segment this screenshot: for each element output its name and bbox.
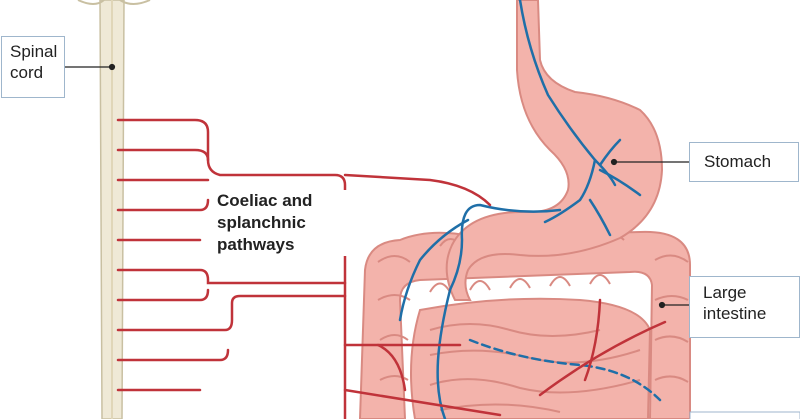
spinal-cord-label: Spinal cord bbox=[1, 36, 65, 98]
leader-lines bbox=[65, 63, 689, 309]
pathways-label-line1: Coeliac and bbox=[217, 191, 313, 210]
stomach-label: Stomach bbox=[689, 142, 799, 182]
coeliac-splanchnic-pathways-label: Coeliac and splanchnic pathways bbox=[213, 190, 351, 256]
large-intestine-label: Large intestine bbox=[689, 276, 800, 338]
large-intestine-label-line1: Large bbox=[703, 283, 747, 302]
stomach-label-text: Stomach bbox=[704, 152, 772, 171]
stomach bbox=[445, 0, 664, 301]
spinal-cord-label-line2: cord bbox=[10, 63, 44, 82]
large-intestine-label-line2: intestine bbox=[703, 304, 767, 323]
splanchnic-nerves bbox=[116, 118, 667, 419]
spinal-cord-label-line1: Spinal bbox=[10, 42, 58, 61]
pathways-label-line3: pathways bbox=[217, 235, 295, 254]
pathways-label-line2: splanchnic bbox=[217, 213, 306, 232]
vagus-nerve bbox=[398, 0, 662, 419]
partial-callout-box bbox=[689, 411, 800, 419]
small-intestine bbox=[410, 297, 652, 419]
